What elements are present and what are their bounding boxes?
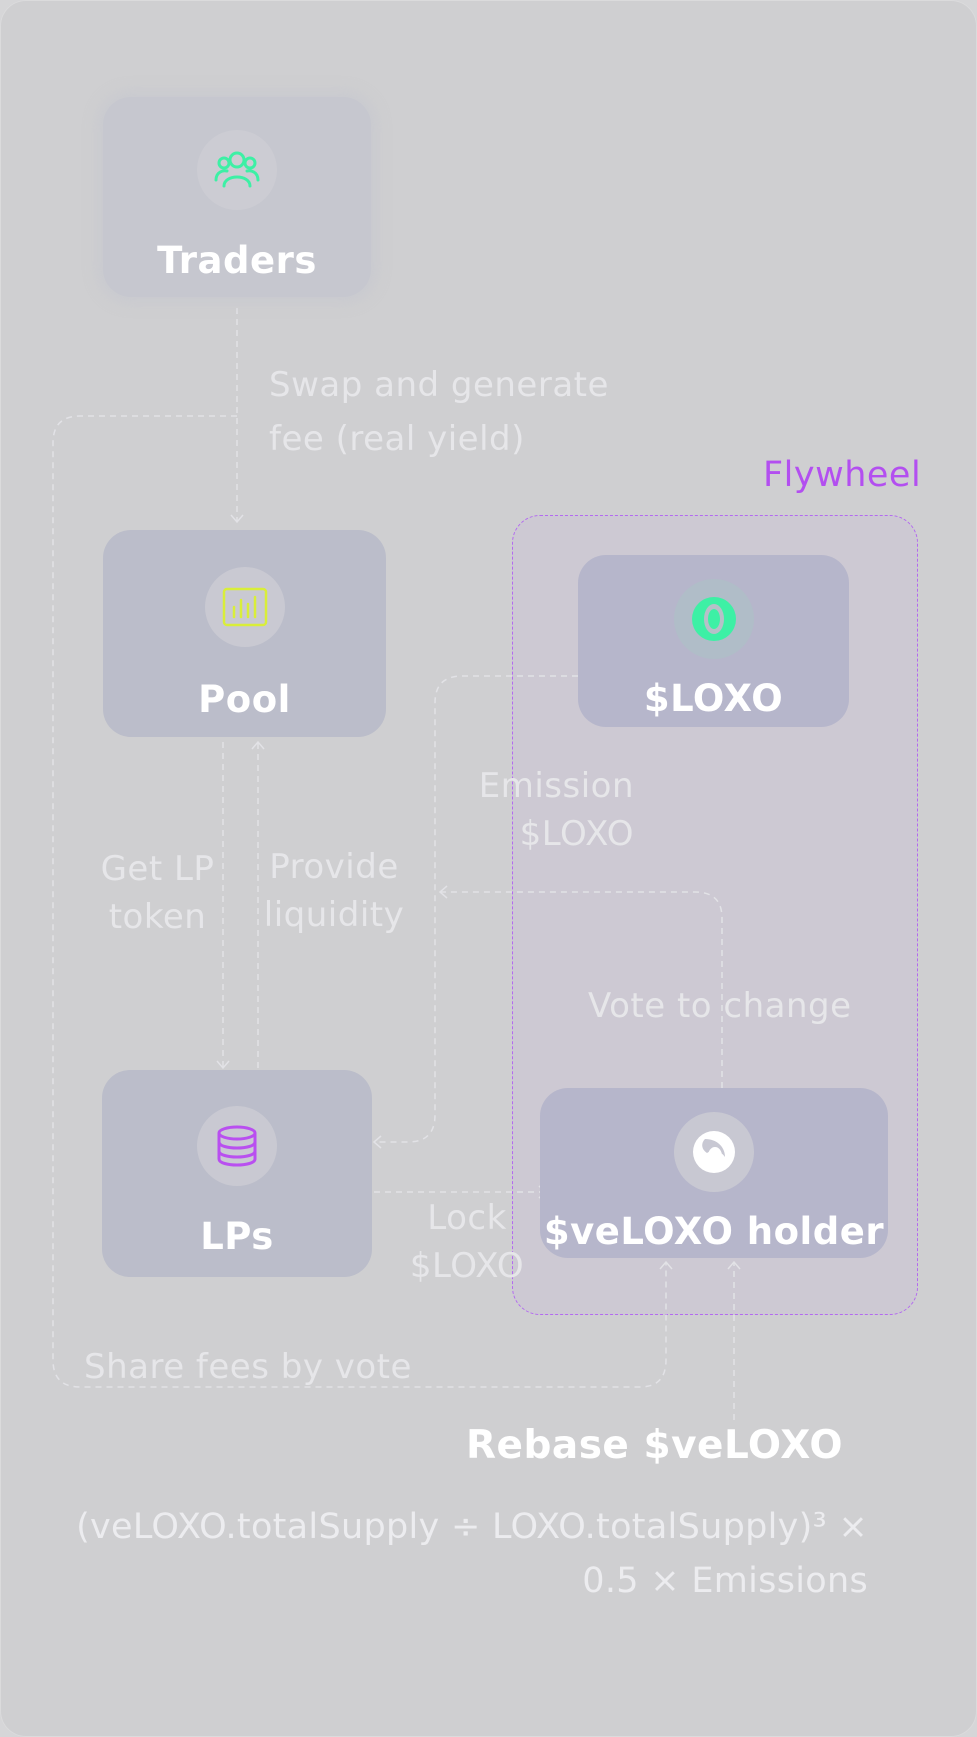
lps-title: LPs xyxy=(200,1215,274,1258)
rebase-title: Rebase $veLOXO xyxy=(466,1423,844,1468)
get-lp-line-1: Get LP xyxy=(100,849,215,889)
edge-label-provide: Provide liquidity xyxy=(262,843,406,939)
node-lps: LPs xyxy=(102,1070,372,1277)
lps-icon-wrap xyxy=(197,1106,277,1186)
provide-line-1: Provide xyxy=(269,847,399,887)
arrow-pool-lps xyxy=(216,1060,230,1070)
get-lp-line-2: token xyxy=(108,897,207,937)
loxo-title: $LOXO xyxy=(643,677,784,720)
edge-label-share: Share fees by vote xyxy=(84,1347,412,1387)
users-icon xyxy=(214,151,260,188)
arrow-emission xyxy=(372,1135,382,1149)
arrow-rebase xyxy=(727,1260,741,1270)
formula-line-1: (veLOXO.totalSupply ÷ LOXO.totalSupply)³… xyxy=(76,1507,868,1547)
edge-label-swap: Swap and generate fee (real yield) xyxy=(269,358,609,466)
arrow-traders-pool xyxy=(230,514,244,524)
swap-line-2: fee (real yield) xyxy=(269,419,525,459)
veloxo-holder-title: $veLOXO holder xyxy=(543,1210,885,1253)
flywheel-label: Flywheel xyxy=(763,455,922,495)
node-pool: Pool xyxy=(103,530,386,737)
emission-line-1: Emission xyxy=(478,766,634,806)
edge-label-lock: Lock $LOXO xyxy=(405,1194,529,1290)
arrow-share-fees xyxy=(659,1260,673,1270)
arrow-lps-pool xyxy=(251,740,265,750)
veloxo-token-icon xyxy=(693,1131,735,1173)
edge-label-get-lp: Get LP token xyxy=(100,845,215,941)
node-loxo: $LOXO xyxy=(578,555,849,727)
loxo-icon-wrap xyxy=(673,579,754,659)
traders-icon-wrap xyxy=(197,130,277,210)
lock-line-1: Lock xyxy=(427,1198,507,1238)
swap-line-1: Swap and generate xyxy=(269,365,609,405)
pool-icon-wrap xyxy=(204,567,285,647)
arrow-vote xyxy=(438,885,448,899)
coins-icon xyxy=(217,1125,257,1167)
edge-vote xyxy=(440,891,723,1088)
veloxo-icon-wrap xyxy=(674,1112,754,1192)
emission-line-2: $LOXO xyxy=(519,814,634,854)
edge-emission xyxy=(374,675,578,1143)
pool-title: Pool xyxy=(198,678,291,721)
formula-line-2: 0.5 × Emissions xyxy=(582,1561,868,1601)
lock-line-2: $LOXO xyxy=(409,1246,525,1286)
node-traders: Traders xyxy=(103,97,371,297)
edge-share-fees xyxy=(52,415,667,1388)
chart-icon xyxy=(222,587,267,627)
node-veloxo-holder: $veLOXO holder xyxy=(540,1088,888,1258)
traders-title: Traders xyxy=(157,239,317,282)
loxo-token-icon xyxy=(691,597,736,641)
rebase-formula: (veLOXO.totalSupply ÷ LOXO.totalSupply)³… xyxy=(60,1500,868,1608)
edge-label-vote: Vote to change xyxy=(588,986,852,1026)
edge-label-emission: Emission $LOXO xyxy=(474,762,634,858)
provide-line-2: liquidity xyxy=(263,895,405,935)
